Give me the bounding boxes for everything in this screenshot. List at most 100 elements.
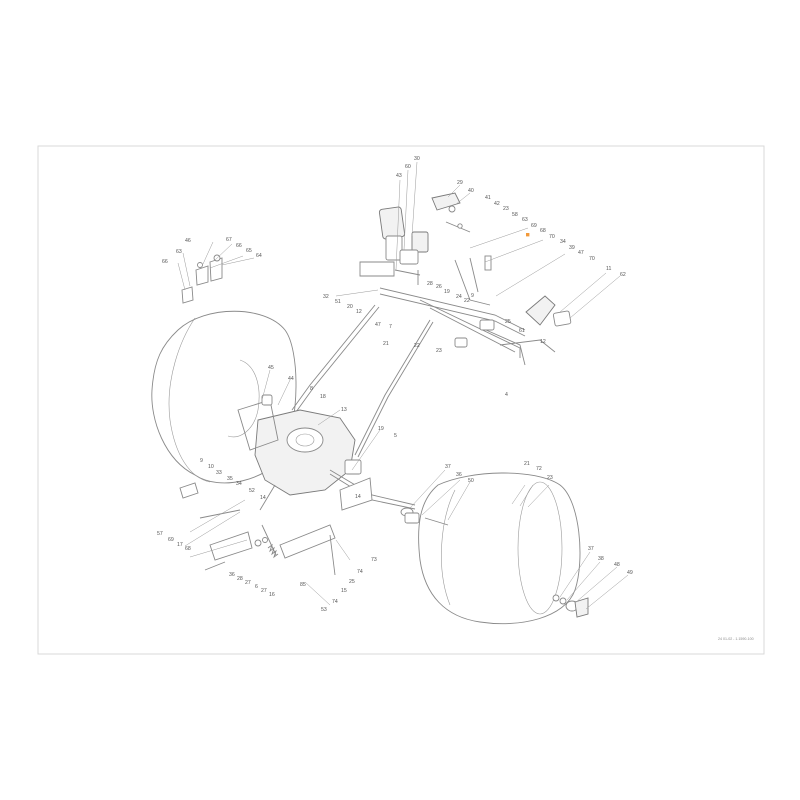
callout: 19 (444, 289, 450, 295)
callout: 36 (456, 472, 462, 478)
callout: 12 (540, 339, 546, 345)
callout: 45 (268, 365, 274, 371)
callout: 17 (177, 542, 183, 548)
callout: 50 (468, 478, 474, 484)
callout: 10 (208, 464, 214, 470)
highlighted-part-marker (526, 233, 530, 237)
callout: 7 (389, 324, 392, 330)
callout: 51 (335, 299, 341, 305)
drawing-reference: 24 01-02 - 1.1590-100 (718, 637, 754, 641)
callout: 74 (332, 599, 338, 605)
callout: 29 (457, 180, 463, 186)
callout: 15 (341, 588, 347, 594)
callout: 28 (427, 281, 433, 287)
callout: 22 (464, 298, 470, 304)
callout: 67 (226, 237, 232, 243)
callout: 33 (216, 470, 222, 476)
callout: 58 (512, 212, 518, 218)
right-rear-tire (418, 472, 581, 625)
callout: 6 (255, 584, 258, 590)
callout: 69 (531, 223, 537, 229)
callout: 42 (494, 201, 500, 207)
callout: 61 (519, 328, 525, 334)
callout: 8 (310, 386, 313, 392)
right-pedal (525, 295, 572, 327)
drawing-frame (37, 145, 765, 655)
callout: 44 (288, 376, 294, 382)
callout: 38 (598, 556, 604, 562)
callout: 66 (236, 243, 242, 249)
callout: 30 (414, 156, 420, 162)
callout: 32 (323, 294, 329, 300)
callout: 27 (245, 580, 251, 586)
callout: 46 (185, 238, 191, 244)
pedal-assembly (359, 206, 429, 285)
callout: 21 (383, 341, 389, 347)
callout: 20 (347, 304, 353, 310)
transmission (237, 394, 416, 511)
callout: 57 (157, 531, 163, 537)
callout: 73 (371, 557, 377, 563)
callout: 16 (269, 592, 275, 598)
callout: 37 (588, 546, 594, 552)
callout: 70 (549, 234, 555, 240)
upper-left-fittings (181, 254, 223, 304)
callout: 28 (237, 576, 243, 582)
callout: 52 (249, 488, 255, 494)
callout: 12 (356, 309, 362, 315)
callout: 49 (627, 570, 633, 576)
callout-labels: 30 60 43 29 40 41 42 23 58 63 69 68 70 3… (157, 156, 633, 613)
callout: 53 (321, 607, 327, 613)
leader-lines (177, 161, 629, 610)
callout: 21 (524, 461, 530, 467)
right-axle-hardware (400, 507, 589, 618)
callout: 68 (185, 546, 191, 552)
callout: 23 (436, 348, 442, 354)
callout: 25 (505, 319, 511, 325)
callout: 65 (246, 248, 252, 254)
callout: 22 (414, 343, 420, 349)
callout: 25 (349, 579, 355, 585)
callout: 72 (536, 466, 542, 472)
callout: 26 (436, 284, 442, 290)
spring (254, 537, 279, 559)
control-rods (291, 304, 434, 458)
callout: 34 (236, 481, 242, 487)
callout: 47 (578, 250, 584, 256)
callout: 19 (378, 426, 384, 432)
callout: 60 (405, 164, 411, 170)
callout: 9 (471, 293, 474, 299)
callout: 18 (320, 394, 326, 400)
callout: 63 (176, 249, 182, 255)
callout: 63 (522, 217, 528, 223)
lower-brackets (179, 477, 373, 576)
callout: 14 (260, 495, 266, 501)
callout: 9 (200, 458, 203, 464)
callout: 5 (394, 433, 397, 439)
callout: 27 (261, 588, 267, 594)
callout: 36 (229, 572, 235, 578)
callout: 23 (503, 206, 509, 212)
callout: 69 (168, 537, 174, 543)
callout: 39 (569, 245, 575, 251)
callout: 66 (162, 259, 168, 265)
callout: 11 (606, 266, 611, 272)
callout: 34 (560, 239, 566, 245)
callout: 41 (485, 195, 491, 201)
callout: 23 (547, 475, 553, 481)
callout: 74 (357, 569, 363, 575)
callout: 24 (456, 294, 462, 300)
cap-part (431, 192, 471, 233)
callout: 37 (445, 464, 451, 470)
callout: 62 (620, 272, 626, 278)
callout: 40 (468, 188, 474, 194)
callout: 35 (227, 476, 233, 482)
callout: 68 (540, 228, 546, 234)
callout: 4 (505, 392, 508, 398)
callout: 64 (256, 253, 262, 259)
callout: 85 (300, 582, 306, 588)
cross-shaft (379, 255, 556, 366)
callout: 48 (614, 562, 620, 568)
callout: 14 (355, 494, 361, 500)
